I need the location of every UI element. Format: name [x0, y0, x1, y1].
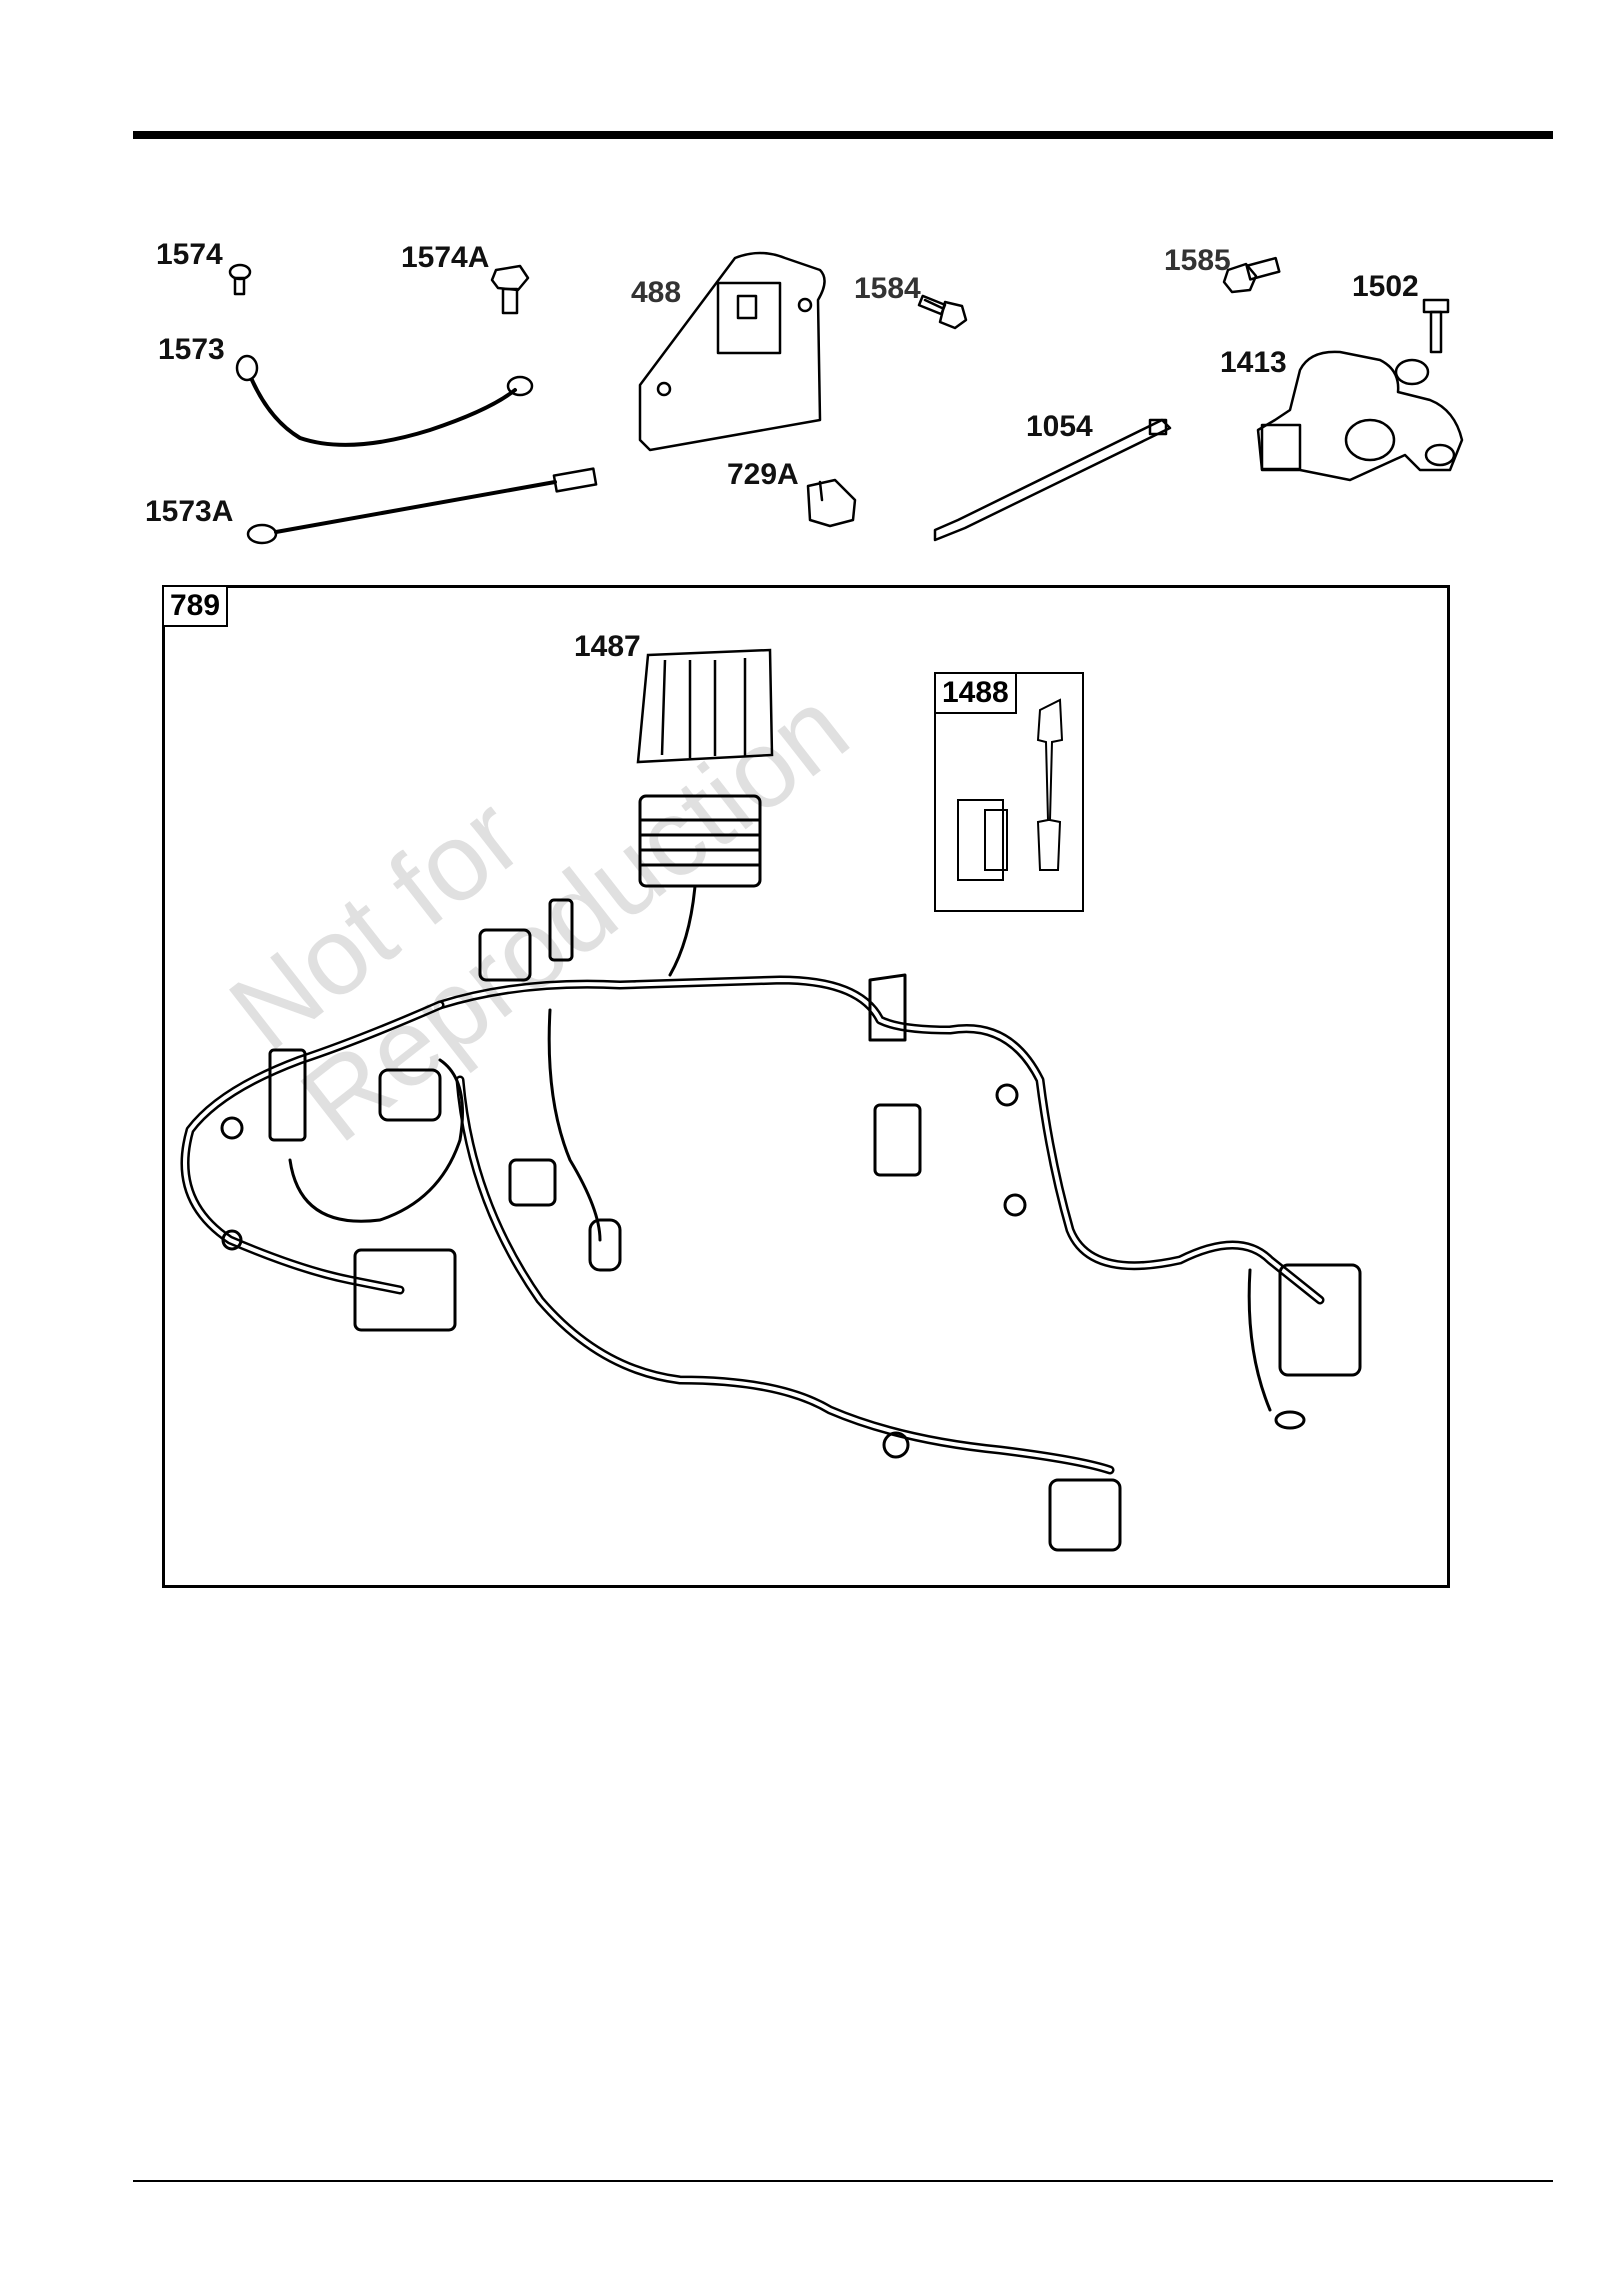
bottom-rule	[133, 2180, 1553, 2182]
callout-1488: 1488	[934, 672, 1017, 714]
harness-frame-789	[162, 585, 1450, 1588]
callout-1584: 1584	[854, 274, 921, 304]
clip-729A-icon	[808, 480, 855, 526]
ground-cable-1573-icon	[237, 356, 532, 445]
callout-1573: 1573	[158, 335, 225, 365]
switch-1413-icon	[1258, 352, 1462, 480]
callout-1585: 1585	[1164, 246, 1231, 276]
callout-1413: 1413	[1220, 348, 1287, 378]
callout-789: 789	[162, 585, 228, 627]
callout-1502: 1502	[1352, 272, 1419, 302]
bolt-1585-icon	[1224, 258, 1279, 292]
callout-1573A: 1573A	[145, 497, 233, 527]
callout-1487: 1487	[574, 632, 641, 662]
callout-1574A: 1574A	[401, 243, 489, 273]
bolt-1574A-icon	[492, 266, 528, 313]
screw-1574-icon	[230, 265, 250, 294]
bolt-1584-icon	[919, 296, 966, 328]
callout-729A: 729A	[727, 460, 799, 490]
callout-488: 488	[631, 278, 681, 308]
callout-1574: 1574	[156, 240, 223, 270]
wire-1573A-icon	[248, 469, 596, 543]
bolt-1502-icon	[1424, 300, 1448, 352]
callout-1054: 1054	[1026, 412, 1093, 442]
